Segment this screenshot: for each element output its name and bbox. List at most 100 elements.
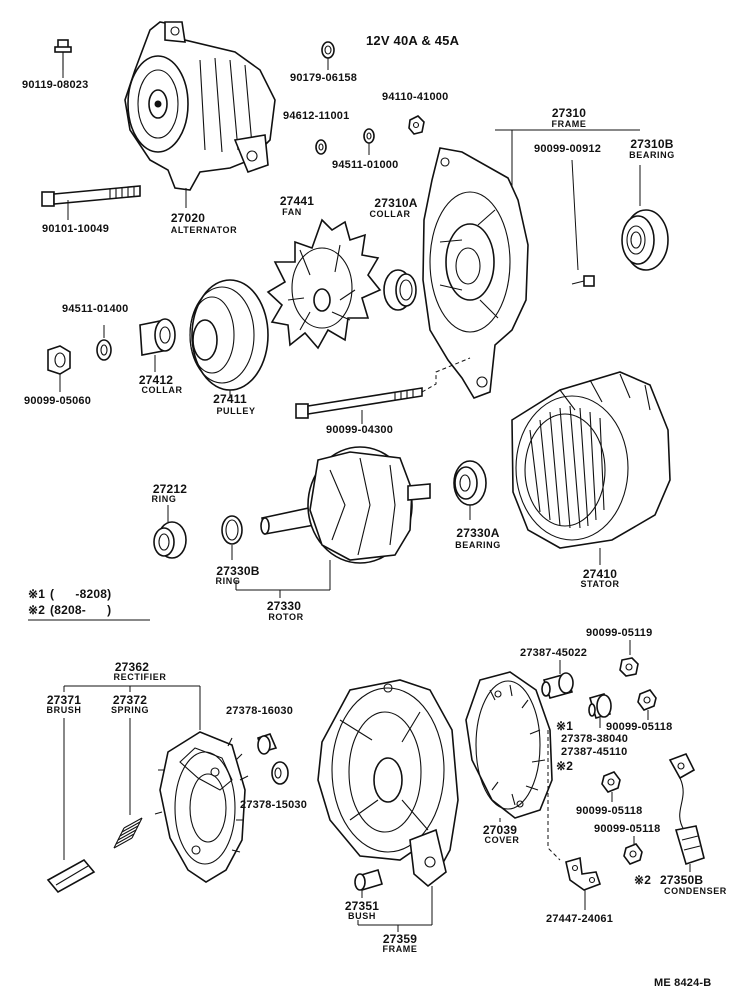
label-27387-45022: 27387-45022 (520, 647, 588, 659)
label-27359: 27359 (382, 932, 418, 946)
bushing-27378-15030[interactable] (271, 761, 289, 785)
cooling-fan[interactable] (266, 218, 382, 350)
label-90101-10049: 90101-10049 (42, 223, 110, 235)
pulley-27411[interactable] (189, 279, 269, 391)
bolt-90099-04300[interactable] (295, 387, 423, 419)
rear-end-frame-27359[interactable] (317, 679, 459, 888)
name-27351: BUSH (348, 911, 376, 921)
label-90099-00912: 90099-00912 (534, 143, 602, 155)
screw-90099-00912[interactable] (571, 275, 595, 287)
name-27441: FAN (282, 207, 302, 217)
label-27310a: 27310A (374, 196, 418, 210)
name-27371: BRUSH (46, 705, 82, 715)
collar-27310a[interactable] (383, 269, 417, 311)
bearing-27310b[interactable] (621, 209, 669, 271)
nut-90099-05060[interactable] (47, 345, 71, 375)
name-27362: RECTIFIER (113, 672, 167, 682)
spring-27372[interactable] (113, 817, 143, 849)
name-27330b: RING (215, 576, 241, 586)
name-27330: ROTOR (268, 612, 304, 622)
note-2-range: (8208- ) (50, 603, 112, 617)
diagram-title: 12V 40A & 45A (366, 33, 460, 48)
label-94511-01000: 94511-01000 (332, 159, 399, 171)
nut-90099-05118-b[interactable] (601, 771, 621, 793)
label-27350b: 27350B (660, 873, 704, 887)
label-27371: 27371 (46, 693, 82, 707)
brush-27371[interactable] (46, 858, 96, 894)
washer-94511-01400[interactable] (96, 339, 112, 361)
label-94511-01400: 94511-01400 (62, 303, 129, 315)
name-27039: COVER (484, 835, 520, 845)
through-bolt-90101-10049[interactable] (41, 185, 141, 207)
label-90099-05118-b: 90099-05118 (576, 805, 643, 817)
name-27330a: BEARING (455, 540, 501, 550)
nut-90179-06158[interactable] (321, 41, 335, 59)
name-27310a: COLLAR (369, 209, 411, 219)
terminal-27447-24061[interactable] (565, 856, 602, 891)
insulator-27387-45022[interactable] (541, 672, 574, 699)
label-27378-16030: 27378-16030 (226, 705, 294, 717)
label-27039: 27039 (482, 823, 518, 837)
label-27330a: 27330A (456, 526, 500, 540)
label-27378-15030: 27378-15030 (240, 799, 308, 811)
washer-94612-11001[interactable] (315, 139, 327, 155)
name-27350b: CONDENSER (664, 886, 727, 896)
note-1-mark: ※1 (28, 587, 46, 601)
drive-end-frame[interactable] (422, 147, 529, 399)
nut-90099-05118-c[interactable] (623, 843, 643, 865)
name-27310: FRAME (551, 119, 587, 129)
collar-27412[interactable] (139, 318, 176, 356)
bush-27351[interactable] (354, 869, 383, 891)
label-90099-05118-c: 90099-05118 (594, 823, 661, 835)
nut-94110-41000[interactable] (408, 115, 425, 135)
label-27410: 27410 (582, 567, 618, 581)
rectifier-cover-27039[interactable] (465, 671, 553, 819)
ring-27212[interactable] (153, 521, 187, 559)
name-27310b: BEARING (629, 150, 675, 160)
washer-94511-01000[interactable] (363, 128, 375, 144)
label-90099-05118-a: 90099-05118 (606, 721, 673, 733)
label-27212: 27212 (152, 482, 188, 496)
label-90119-08023: 90119-08023 (22, 79, 89, 91)
name-27020: ALTERNATOR (170, 225, 238, 235)
bearing-27330a[interactable] (453, 460, 487, 506)
label-27441: 27441 (279, 194, 315, 208)
label-27330b: 27330B (216, 564, 260, 578)
name-27411: PULLEY (216, 406, 256, 416)
name-27372: SPRING (110, 705, 150, 715)
nut-90099-05119[interactable] (619, 657, 639, 677)
label-27310b: 27310B (630, 137, 674, 151)
stator-27410[interactable] (511, 371, 671, 549)
note-2-mark: ※2 (28, 603, 46, 617)
label-27411: 27411 (213, 392, 247, 406)
label-27362: 27362 (114, 660, 150, 674)
label-27378-38040: 27378-38040 (561, 733, 629, 745)
label-94612-11001: 94612-11001 (283, 110, 350, 122)
rotor-27330[interactable] (260, 446, 431, 564)
name-27410: STATOR (580, 579, 620, 589)
label-27020: 27020 (170, 211, 206, 225)
label-90099-05060: 90099-05060 (24, 395, 92, 407)
ring-27330b[interactable] (221, 515, 243, 545)
bolt-90119-08023[interactable] (54, 39, 72, 78)
name-27412: COLLAR (141, 385, 183, 395)
label-90099-05119: 90099-05119 (586, 627, 653, 639)
label-90179-06158: 90179-06158 (290, 72, 358, 84)
label-27330: 27330 (266, 599, 302, 613)
mark-2: ※2 (556, 759, 574, 773)
footer-code: ME 8424-B (654, 977, 712, 989)
alternator-assembly[interactable] (124, 21, 276, 191)
rectifier-27362[interactable] (154, 731, 249, 883)
label-27447-24061: 27447-24061 (546, 913, 614, 925)
insulator-27378-38040[interactable] (588, 693, 612, 719)
label-27372: 27372 (112, 693, 148, 707)
label-27387-45110: 27387-45110 (561, 746, 628, 758)
mark-2b: ※2 (634, 873, 652, 887)
condenser-27350b[interactable] (668, 752, 705, 866)
label-27351: 27351 (344, 899, 380, 913)
nut-90099-05118-a[interactable] (637, 689, 657, 711)
label-90099-04300: 90099-04300 (326, 424, 394, 436)
bushing-27378-16030[interactable] (257, 733, 278, 755)
note-1-range: ( -8208) (50, 587, 112, 601)
